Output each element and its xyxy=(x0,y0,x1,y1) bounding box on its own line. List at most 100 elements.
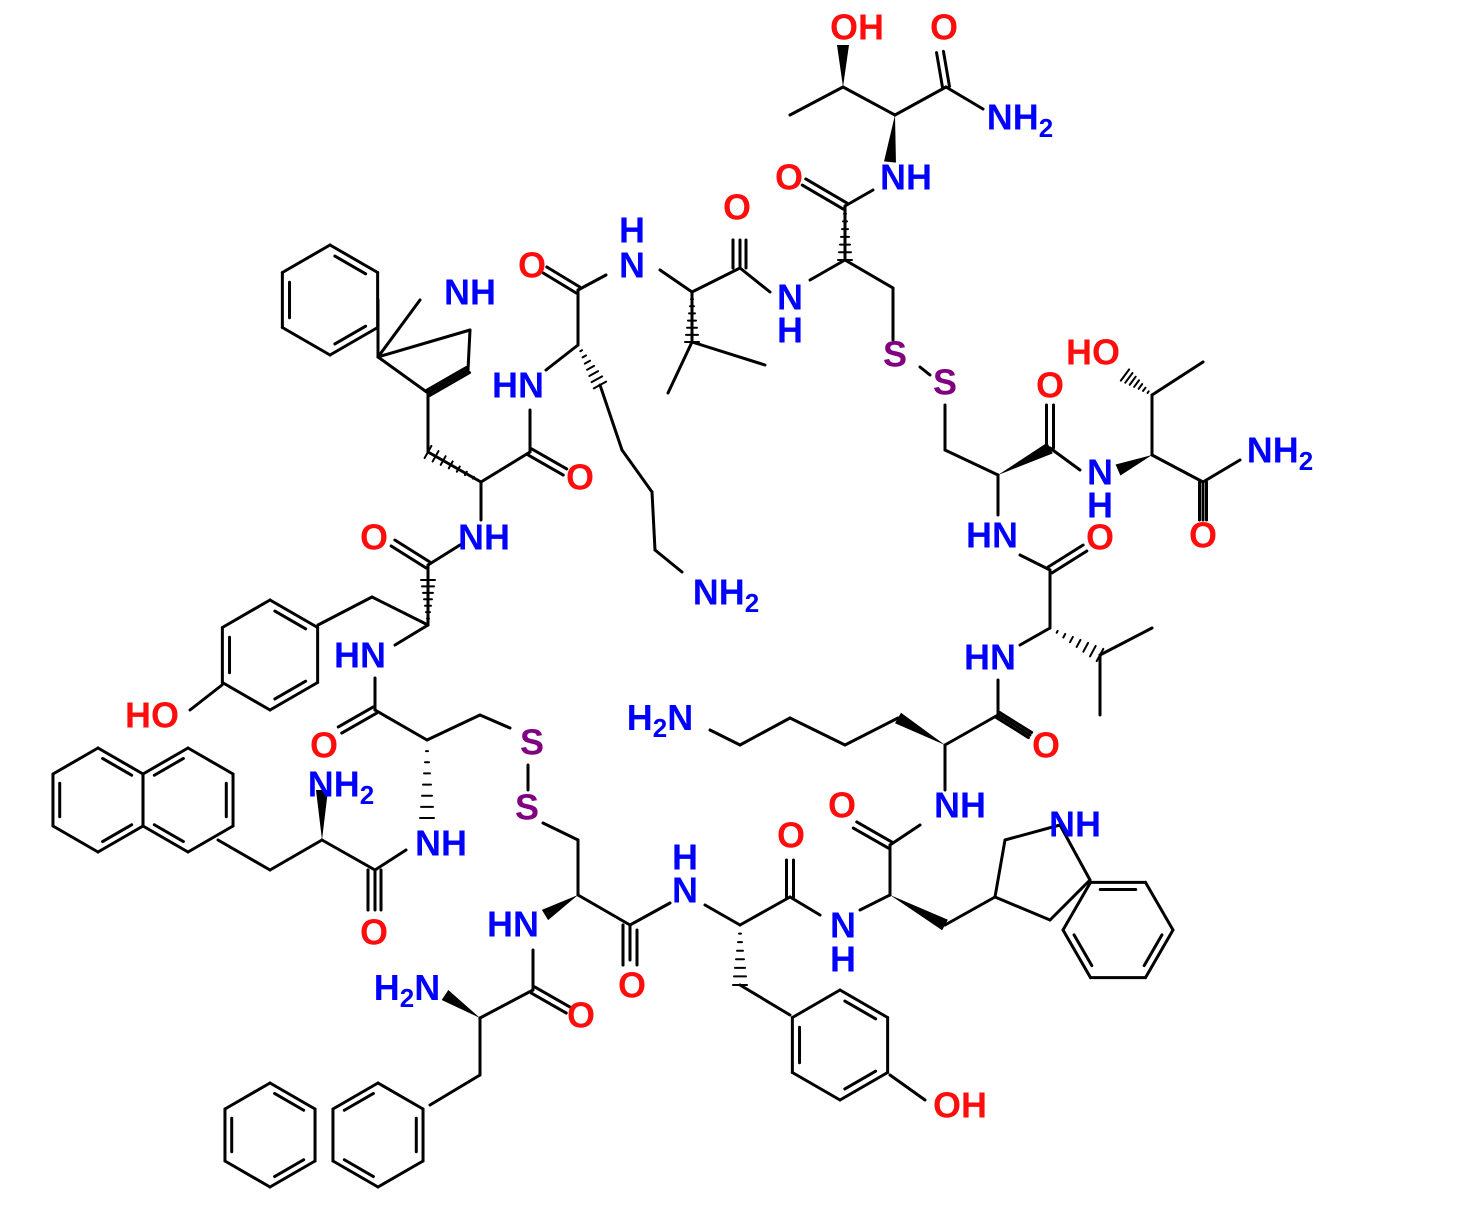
atom-label-o: O xyxy=(360,912,388,953)
atom-label-o: O xyxy=(360,517,388,558)
wedge-bond xyxy=(1115,455,1152,476)
wedge-bond xyxy=(541,895,578,921)
bond-line xyxy=(541,271,578,295)
bond-line xyxy=(426,543,462,567)
atom-label-o: O xyxy=(775,157,803,198)
atom-label-n: N xyxy=(1087,452,1113,493)
bond-line xyxy=(690,266,742,294)
bond-line xyxy=(653,548,684,574)
bond-line xyxy=(838,988,890,1019)
bond-line xyxy=(541,821,580,842)
atom-label-s: S xyxy=(515,787,539,828)
bond-line xyxy=(280,243,332,274)
bond-line xyxy=(545,265,582,289)
bond-line xyxy=(1089,644,1097,658)
bond-line xyxy=(328,243,380,274)
bond-line xyxy=(1069,635,1074,644)
bond-line xyxy=(935,51,945,90)
bond-line xyxy=(1048,446,1082,472)
bond-line xyxy=(152,756,185,777)
bond-line xyxy=(588,370,600,377)
bond-line xyxy=(1133,379,1140,388)
bond-line xyxy=(996,713,1032,737)
bond-line xyxy=(943,895,997,927)
bond-line xyxy=(331,1159,380,1189)
bond-line xyxy=(804,177,849,205)
bond-line xyxy=(1124,372,1134,384)
bond-line xyxy=(220,681,272,712)
bond-line xyxy=(455,465,461,473)
bond-line xyxy=(1072,933,1094,968)
bond-line xyxy=(841,85,897,117)
atom-label-o: O xyxy=(723,187,751,228)
bond-line xyxy=(808,258,847,282)
atom-label-oh: OH xyxy=(933,1085,987,1126)
bond-line xyxy=(790,1071,842,1102)
atom-label-nh: NH xyxy=(934,785,986,826)
atom-label-ho: HO xyxy=(125,695,179,736)
bond-line xyxy=(96,824,145,854)
bond-line xyxy=(471,475,475,480)
atom-label-nh: NH xyxy=(444,272,496,313)
bond-line xyxy=(843,188,875,208)
bond-line xyxy=(1142,386,1147,392)
atom-label-hn: HN xyxy=(492,365,544,406)
atom-label-hn: HN xyxy=(487,904,539,945)
bond-line xyxy=(376,298,422,359)
bond-line xyxy=(333,254,368,276)
atom-label-n: N xyxy=(672,870,698,911)
bond-line xyxy=(583,359,592,365)
bond-line xyxy=(370,595,430,627)
bond-line xyxy=(223,1081,272,1111)
bond-line xyxy=(439,455,447,466)
bond-line xyxy=(220,598,272,629)
bond-line xyxy=(918,365,932,377)
bond-line xyxy=(738,266,772,294)
bond-line xyxy=(993,895,1052,922)
wedge-bond xyxy=(890,895,948,931)
bond-line xyxy=(336,705,375,729)
bond-line xyxy=(843,716,900,747)
bond-layer xyxy=(51,45,1242,1189)
bond-line xyxy=(738,983,792,1017)
bond-line xyxy=(1098,626,1154,657)
atom-label-o: O xyxy=(567,995,595,1036)
bond-line xyxy=(843,258,895,290)
bond-line xyxy=(268,681,320,712)
bond-line xyxy=(479,450,532,484)
atom-label-o: O xyxy=(618,965,646,1006)
bond-line xyxy=(342,1158,375,1179)
atom-label-o: O xyxy=(777,815,805,856)
bond-line xyxy=(544,343,580,372)
atom-label-h: H xyxy=(672,837,698,878)
bond-line xyxy=(843,1069,878,1091)
bond-line xyxy=(1061,928,1092,980)
bond-line xyxy=(423,444,433,460)
bond-line xyxy=(858,893,892,912)
bond-line xyxy=(790,988,842,1019)
atom-label-n: N xyxy=(830,905,856,946)
bond-line xyxy=(944,85,985,111)
atom-label-hn: HN xyxy=(964,637,1016,678)
bond-line xyxy=(851,826,890,850)
bond-line xyxy=(690,340,767,367)
bond-line xyxy=(590,375,604,384)
bond-line xyxy=(1128,375,1137,386)
bond-line xyxy=(333,324,368,346)
atom-label-nh: NH xyxy=(415,823,467,864)
wedge-bond xyxy=(884,115,896,163)
atom-label-s: S xyxy=(883,334,907,375)
bond-line xyxy=(529,991,568,1015)
bond-line xyxy=(320,838,377,872)
bond-line xyxy=(376,328,472,359)
bond-line xyxy=(373,708,429,742)
bond-line xyxy=(703,903,742,927)
wedge-bond xyxy=(316,790,328,840)
bond-line xyxy=(216,838,272,872)
bond-line xyxy=(738,895,792,927)
bond-line xyxy=(628,901,672,927)
atom-label-h: H xyxy=(830,939,856,980)
bond-line xyxy=(342,1091,375,1112)
bond-line xyxy=(376,1159,425,1189)
